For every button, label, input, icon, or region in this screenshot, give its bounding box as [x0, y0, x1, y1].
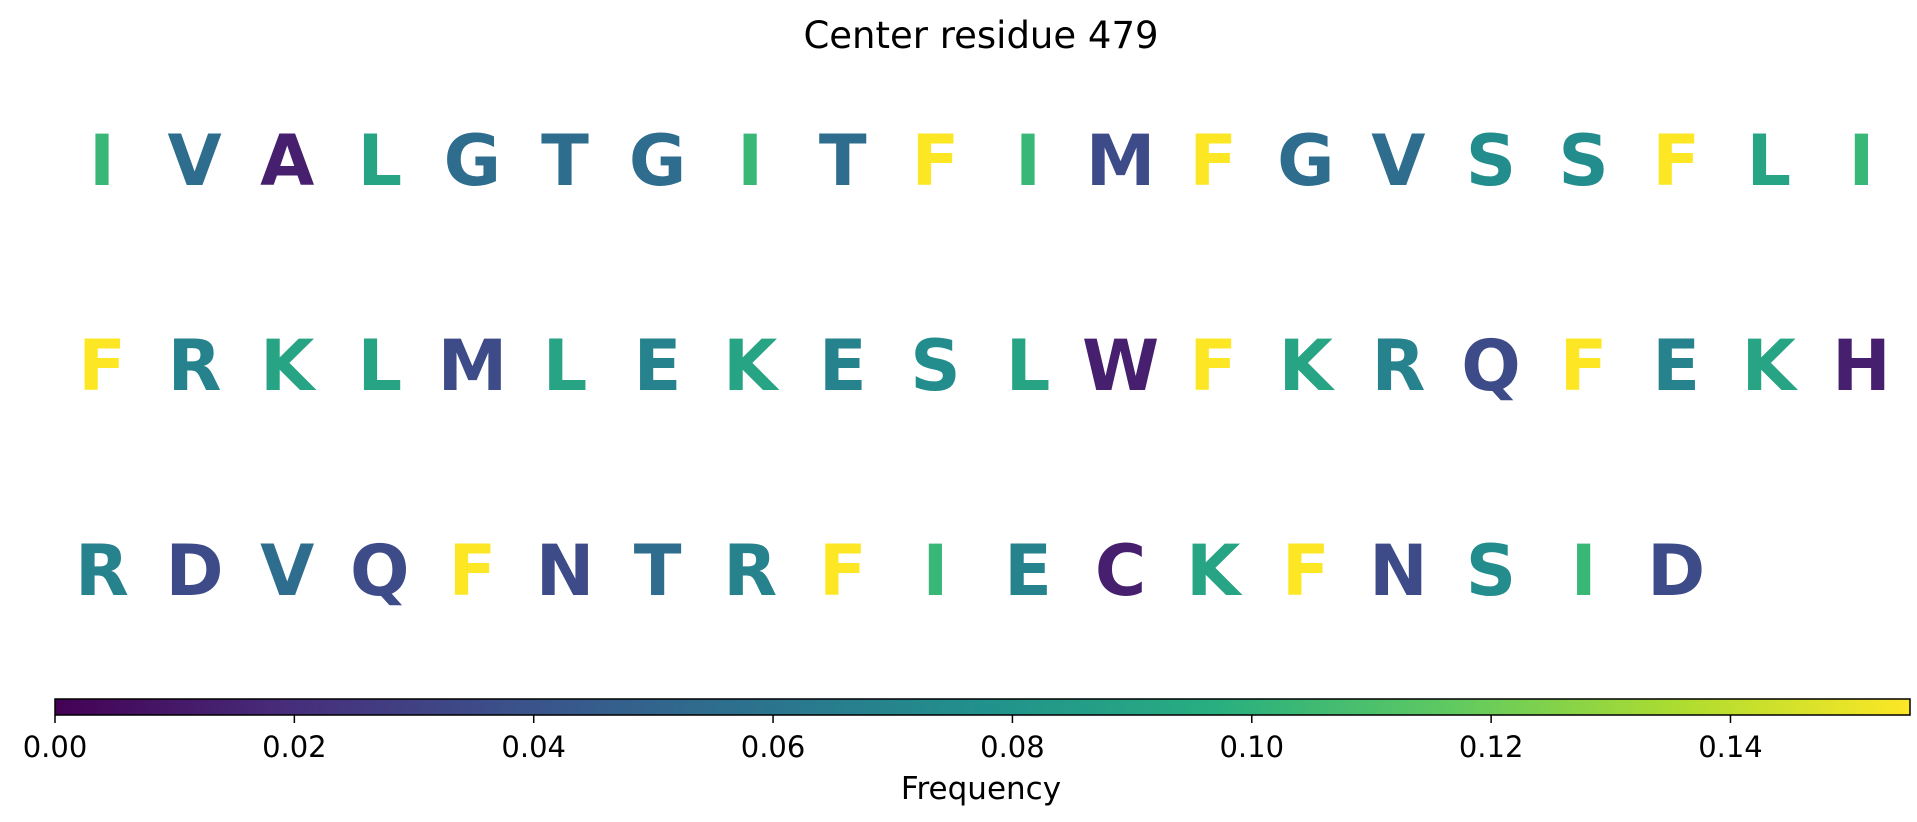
- residue-letter: K: [723, 325, 780, 407]
- residue-letter: D: [1647, 530, 1705, 612]
- residue-letter: R: [723, 530, 777, 612]
- colorbar-label: Frequency: [901, 771, 1061, 807]
- residue-letter: S: [910, 325, 960, 407]
- residue-letter: G: [444, 120, 501, 202]
- residue-letter: V: [260, 530, 314, 612]
- residue-letter: A: [260, 120, 314, 202]
- residue-letter: L: [357, 325, 402, 407]
- colorbar-tick-label: 0.04: [501, 730, 566, 764]
- residue-letter: Q: [350, 530, 410, 612]
- residue-letter: K: [1279, 325, 1336, 407]
- colorbar-tick-label: 0.02: [262, 730, 327, 764]
- residue-letter: I: [89, 120, 115, 202]
- residue-letter: N: [1369, 530, 1428, 612]
- chart-title: Center residue 479: [803, 14, 1158, 57]
- residue-letter: M: [438, 325, 508, 407]
- residue-letter: V: [168, 120, 222, 202]
- colorbar-tick-label: 0.08: [980, 730, 1045, 764]
- residue-letter: T: [634, 530, 682, 612]
- residue-letter: F: [1189, 325, 1237, 407]
- residue-letter: K: [1742, 325, 1799, 407]
- residue-letter: S: [1558, 120, 1608, 202]
- residue-letter: E: [1004, 530, 1052, 612]
- residue-letter: E: [819, 325, 867, 407]
- residue-letter: W: [1082, 325, 1159, 407]
- residue-letter: F: [1189, 120, 1237, 202]
- residue-letter: R: [75, 530, 129, 612]
- residue-letter: I: [1848, 120, 1874, 202]
- residue-letter: C: [1095, 530, 1146, 612]
- residue-letter: L: [543, 325, 588, 407]
- residue-letter: Q: [1461, 325, 1521, 407]
- residue-letter: T: [541, 120, 589, 202]
- colorbar-tick-label: 0.12: [1459, 730, 1524, 764]
- residue-letter: H: [1832, 325, 1891, 407]
- residue-letter: K: [260, 325, 317, 407]
- colorbar: 0.00 0.02 0.04 0.06 0.08 0.10 0.12 0.14 Frequen…: [23, 698, 1911, 807]
- residue-letter: F: [78, 325, 126, 407]
- residue-letter: F: [1560, 325, 1608, 407]
- colorbar-tick-label: 0.14: [1698, 730, 1763, 764]
- colorbar-tick-label: 0.00: [23, 730, 88, 764]
- residue-letter: G: [629, 120, 686, 202]
- residue-letter: F: [448, 530, 496, 612]
- residue-letter: I: [1015, 120, 1041, 202]
- residue-letter: G: [1277, 120, 1334, 202]
- residue-letter: F: [1282, 530, 1330, 612]
- residue-letter: L: [1006, 325, 1051, 407]
- residue-letter: L: [1746, 120, 1791, 202]
- residue-letter: K: [1186, 530, 1243, 612]
- residue-letter: I: [922, 530, 948, 612]
- residue-letter: L: [357, 120, 402, 202]
- residue-letter: R: [1371, 325, 1425, 407]
- residue-letter: N: [536, 530, 595, 612]
- colorbar-gradient: [54, 698, 1911, 716]
- colorbar-tick-label: 0.06: [741, 730, 806, 764]
- residue-letter: S: [1466, 530, 1516, 612]
- residue-letter: F: [819, 530, 867, 612]
- residue-letter: T: [819, 120, 867, 202]
- colorbar-tick-label: 0.10: [1219, 730, 1284, 764]
- residue-letter: S: [1466, 120, 1516, 202]
- colorbar-ticks: 0.00 0.02 0.04 0.06 0.08 0.10 0.12 0.14: [23, 715, 1763, 764]
- residue-letter: F: [1652, 120, 1700, 202]
- residue-letter: F: [911, 120, 959, 202]
- residue-letter: D: [166, 530, 224, 612]
- residue-letter: E: [1652, 325, 1700, 407]
- residue-letter: E: [634, 325, 682, 407]
- residue-letter: V: [1371, 120, 1425, 202]
- residue-letter: M: [1086, 120, 1156, 202]
- residue-letter: R: [168, 325, 222, 407]
- residue-letter: I: [1571, 530, 1597, 612]
- residue-letter: I: [737, 120, 763, 202]
